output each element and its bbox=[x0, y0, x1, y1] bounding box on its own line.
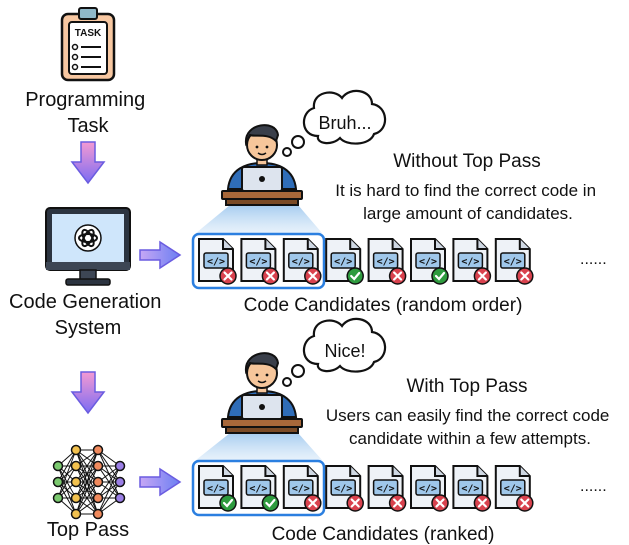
user-at-laptop-icon bbox=[221, 352, 303, 434]
with-heading: With Top Pass bbox=[406, 376, 527, 397]
code-glyph: </> bbox=[377, 484, 395, 495]
without-heading: Without Top Pass bbox=[393, 151, 541, 172]
top3-highlight-box-1 bbox=[191, 232, 326, 290]
code-glyph: </> bbox=[292, 257, 310, 268]
thought-bubble-1: Bruh... bbox=[282, 89, 387, 157]
thought-bubble-2: Nice! bbox=[282, 317, 387, 387]
candidates-row-ranked: </> </> </> </> </> </> </> </> bbox=[198, 465, 534, 512]
code-glyph: </> bbox=[504, 484, 522, 495]
top3-highlight-box-2 bbox=[191, 459, 326, 517]
code-glyph: </> bbox=[249, 257, 267, 268]
nn-node bbox=[114, 476, 126, 488]
thought-text-1: Bruh... bbox=[318, 113, 371, 133]
nn-node bbox=[92, 460, 104, 472]
code-glyph: </> bbox=[249, 484, 267, 495]
code-glyph: </> bbox=[504, 257, 522, 268]
candidates-row-random: </> </> </> </> </> </> </> </> bbox=[198, 238, 534, 285]
nn-node bbox=[70, 460, 82, 472]
with-description: Users can easily find the correct code c… bbox=[326, 406, 614, 448]
without-description: It is hard to find the correct code in l… bbox=[335, 181, 601, 223]
check-badge-icon bbox=[431, 267, 449, 285]
ai-logo-icon bbox=[74, 224, 102, 252]
cross-badge-icon bbox=[219, 267, 237, 285]
code-glyph: </> bbox=[207, 257, 225, 268]
nn-node bbox=[114, 460, 126, 472]
cross-badge-icon bbox=[473, 267, 492, 285]
nn-node bbox=[52, 460, 64, 472]
code-glyph: </> bbox=[377, 257, 395, 268]
nn-node bbox=[70, 444, 82, 456]
programming-task-label: Programming Task bbox=[25, 89, 151, 137]
right-arrow-1 bbox=[139, 240, 182, 270]
cross-badge-icon bbox=[431, 494, 449, 512]
monitor-icon bbox=[45, 207, 131, 286]
ellipsis-1: ...... bbox=[580, 251, 607, 268]
check-badge-icon bbox=[219, 494, 237, 512]
attention-beam-2 bbox=[196, 433, 322, 460]
code-glyph: </> bbox=[334, 257, 352, 268]
cross-badge-icon bbox=[516, 267, 534, 285]
cross-badge-icon bbox=[388, 494, 407, 512]
task-icon-label: TASK bbox=[75, 28, 102, 39]
code-glyph: </> bbox=[461, 257, 479, 268]
nn-node bbox=[92, 476, 104, 488]
top-pass-label: Top Pass bbox=[47, 519, 129, 541]
cross-badge-icon bbox=[473, 494, 492, 512]
nn-node bbox=[92, 444, 104, 456]
code-glyph: </> bbox=[292, 484, 310, 495]
code-glyph: </> bbox=[334, 484, 352, 495]
cross-badge-icon bbox=[304, 494, 322, 512]
code-file-icon: </> bbox=[367, 238, 404, 282]
check-badge-icon bbox=[346, 267, 364, 285]
nn-node bbox=[70, 492, 82, 504]
cross-badge-icon bbox=[388, 267, 407, 285]
check-badge-icon bbox=[261, 494, 280, 512]
caption-ranked: Code Candidates (ranked) bbox=[272, 524, 495, 545]
down-arrow-1 bbox=[70, 141, 106, 185]
code-glyph: </> bbox=[419, 257, 437, 268]
cross-badge-icon bbox=[261, 267, 280, 285]
code-file-icon: </> bbox=[325, 238, 362, 282]
attention-beam-1 bbox=[196, 205, 322, 233]
right-arrow-2 bbox=[139, 467, 182, 497]
task-clipboard-icon: TASK bbox=[60, 7, 116, 82]
neural-network-icon bbox=[52, 444, 126, 520]
code-glyph: </> bbox=[461, 484, 479, 495]
down-arrow-2 bbox=[70, 371, 106, 415]
code-generation-label: Code Generation System bbox=[9, 291, 167, 339]
nn-node bbox=[52, 492, 64, 504]
code-glyph: </> bbox=[207, 484, 225, 495]
nn-node bbox=[92, 492, 104, 504]
nn-node bbox=[92, 508, 104, 520]
caption-random: Code Candidates (random order) bbox=[244, 295, 523, 316]
nn-node bbox=[52, 476, 64, 488]
cross-badge-icon bbox=[304, 267, 322, 285]
code-glyph: </> bbox=[419, 484, 437, 495]
cross-badge-icon bbox=[516, 494, 534, 512]
user-at-laptop-icon bbox=[221, 124, 303, 206]
nn-node bbox=[70, 508, 82, 520]
ellipsis-2: ...... bbox=[580, 478, 607, 495]
thought-text-2: Nice! bbox=[324, 341, 365, 361]
cross-badge-icon bbox=[346, 494, 364, 512]
nn-node bbox=[114, 492, 126, 504]
nn-node bbox=[70, 476, 82, 488]
